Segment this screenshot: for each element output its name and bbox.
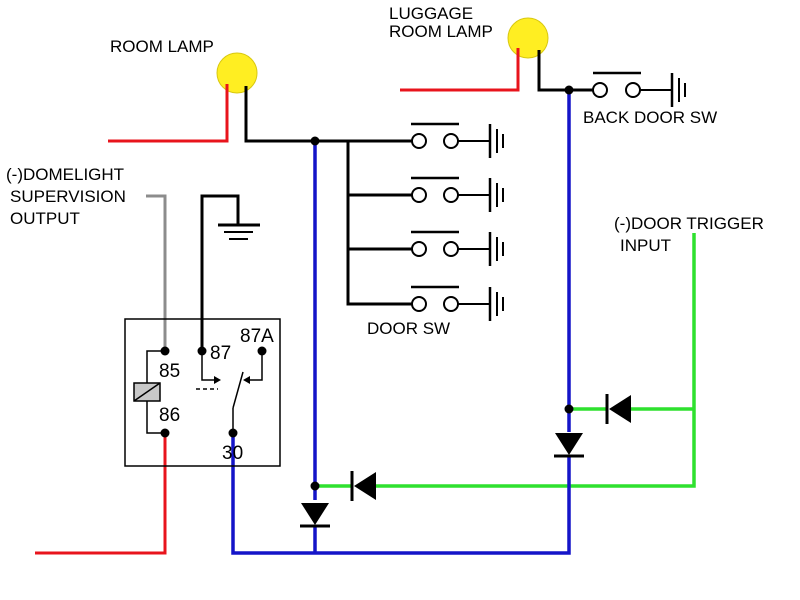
room-lamp-ground-wire: [244, 86, 412, 143]
luggage-lamp-positive-wire: [400, 48, 520, 92]
luggage-label-line2: ROOM LAMP: [389, 22, 493, 41]
door-trigger-wire: [376, 233, 696, 488]
relay-terminal-86: [160, 428, 170, 438]
back-door-sw-label: BACK DOOR SW: [583, 108, 717, 127]
domelight-label-line1: (-)DOMELIGHT: [6, 165, 124, 184]
relay-coil-lead-bottom: [146, 401, 165, 434]
domelight-label-line2: SUPERVISION: [10, 187, 126, 206]
back-door-switch: [592, 71, 686, 107]
relay-pin-87-label: 87: [210, 343, 231, 364]
door-switch-2: [411, 176, 504, 212]
luggage-room-lamp-icon: [507, 17, 549, 59]
diode-luggage-vertical: [554, 433, 584, 458]
relay-86-positive-wire: [35, 433, 167, 555]
room-lamp-positive-wire: [108, 84, 229, 143]
relay-terminal-30: [228, 428, 238, 438]
door-switch-3: [411, 230, 504, 266]
relay-pin-30-label: 30: [222, 443, 243, 464]
relay-pin-86-label: 86: [159, 405, 180, 426]
door-sw-label: DOOR SW: [367, 319, 450, 338]
domelight-supervision-wire: [146, 194, 167, 351]
diode-room-lamp-vertical: [300, 503, 330, 528]
relay-switch-arm: [232, 371, 244, 409]
junction-dot: [310, 481, 320, 491]
ground-symbol-icon: [218, 223, 260, 240]
diode-trigger-upper: [605, 394, 631, 424]
domelight-label-line3: OUTPUT: [10, 209, 80, 228]
door-trigger-label-line2: INPUT: [620, 236, 671, 255]
relay-30-wire: [231, 433, 571, 555]
junction-dot: [564, 85, 574, 95]
relay-terminal-87: [197, 346, 207, 356]
junction-dot: [310, 136, 320, 146]
relay-pin-85-label: 85: [159, 361, 180, 382]
diode-trigger-lower: [350, 471, 376, 501]
relay-pin-87a-label: 87A: [240, 326, 274, 347]
door-switch-bus-wire: [346, 141, 412, 306]
luggage-label-line1: LUGGAGE: [389, 4, 473, 23]
relay-box: [124, 318, 281, 467]
door-trigger-label-line1: (-)DOOR TRIGGER: [614, 214, 764, 233]
room-lamp-icon: [216, 52, 258, 94]
relay-87-ground-wire: [200, 194, 240, 351]
relay-terminal-87a: [257, 346, 267, 356]
relay-terminal-85: [160, 346, 170, 356]
door-switch-4: [411, 285, 504, 321]
room-lamp-label: ROOM LAMP: [110, 37, 214, 56]
luggage-lamp-ground-wire: [537, 50, 594, 92]
door-switch-1: [411, 122, 504, 158]
junction-dot: [564, 404, 574, 414]
relay-coil-lead-top: [146, 350, 165, 383]
